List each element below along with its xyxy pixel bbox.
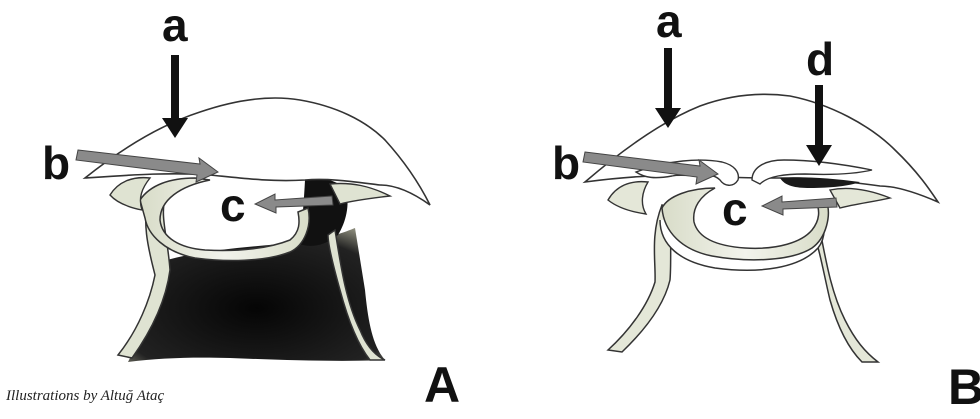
panel-a-caption: A [424,360,460,410]
panel-b-label-b: b [552,140,580,186]
panel-a-label-b: b [42,140,70,186]
panel-a [76,55,430,362]
panel-b-label-c: c [722,186,748,232]
panel-a-right-flap [330,184,390,205]
panel-b-label-d: d [806,36,834,82]
panel-b-label-a: a [656,0,682,44]
panel-a-label-c: c [220,182,246,228]
illustration-credit: Illustrations by Altuğ Ataç [6,388,164,405]
panel-a-label-a: a [162,2,188,48]
panel-b-caption: B [948,362,980,412]
panel-b-right-flap [830,188,890,208]
panel-b-left-flap [608,182,648,214]
panel-b [583,48,938,362]
